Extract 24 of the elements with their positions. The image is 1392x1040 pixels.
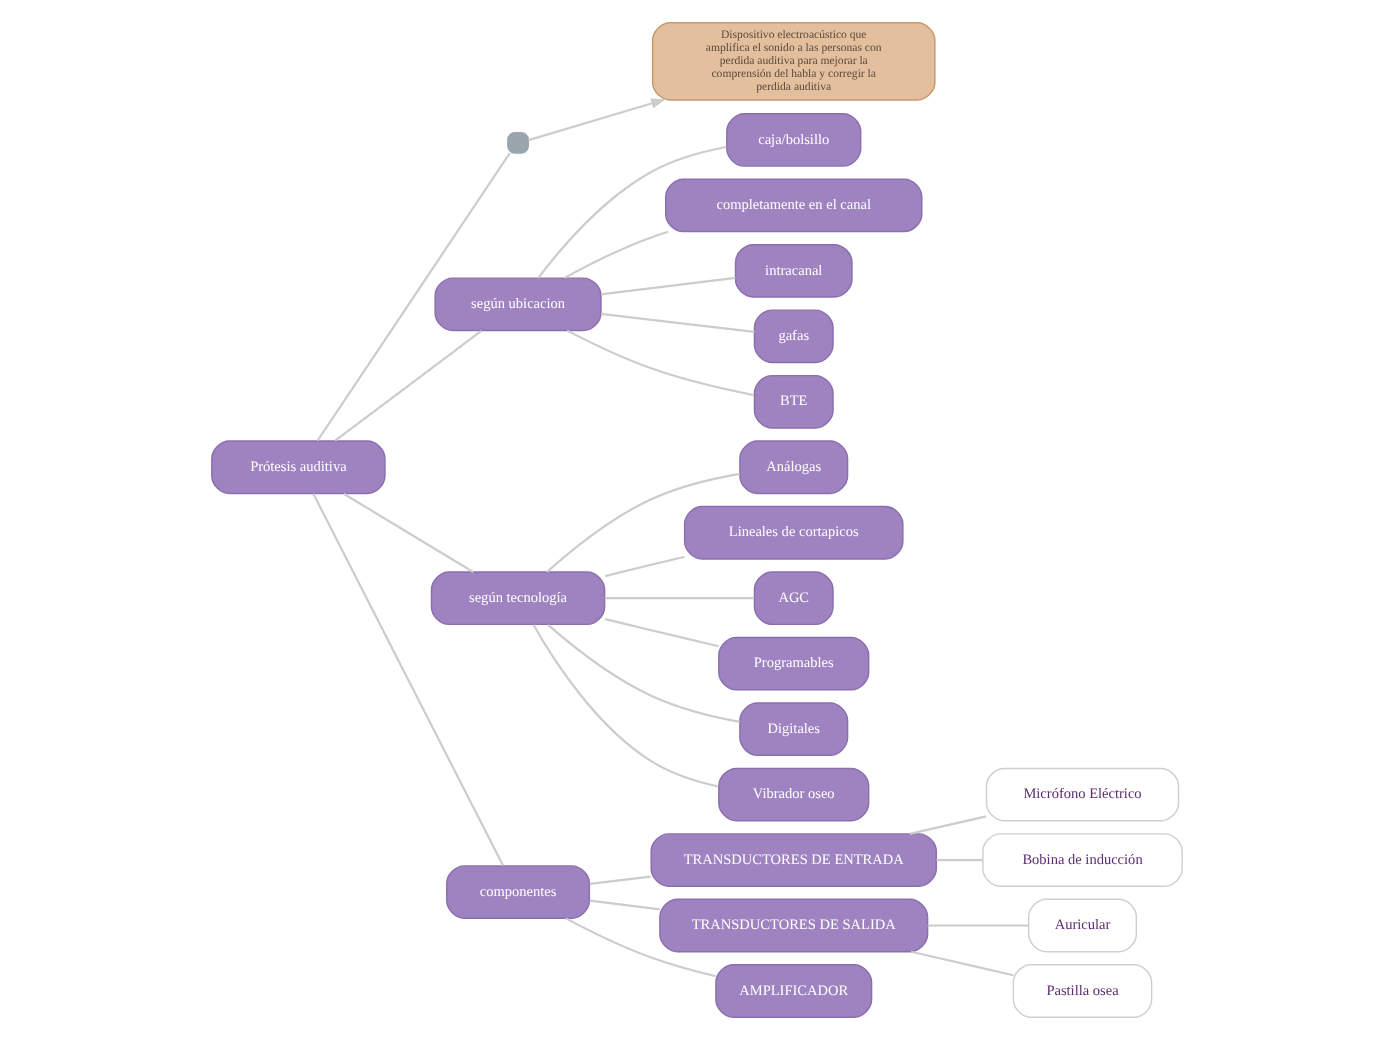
connector [588, 875, 650, 885]
connector [909, 950, 1013, 977]
arrow [527, 98, 665, 142]
connector [531, 624, 718, 788]
connector [926, 924, 1028, 927]
connector [315, 152, 510, 442]
connector [599, 276, 735, 296]
connector [546, 623, 739, 723]
connector [564, 917, 715, 978]
connector [563, 230, 668, 279]
connector [536, 145, 726, 279]
connector [603, 597, 754, 600]
connector [908, 815, 986, 835]
connector [588, 899, 659, 911]
connector [342, 492, 473, 573]
node-box [506, 131, 528, 154]
connector [545, 472, 739, 573]
connector [311, 493, 503, 866]
connector [565, 329, 754, 397]
connector [935, 858, 982, 862]
connector [603, 618, 718, 648]
connector [333, 330, 481, 442]
connector [599, 312, 754, 333]
connector [603, 555, 684, 578]
